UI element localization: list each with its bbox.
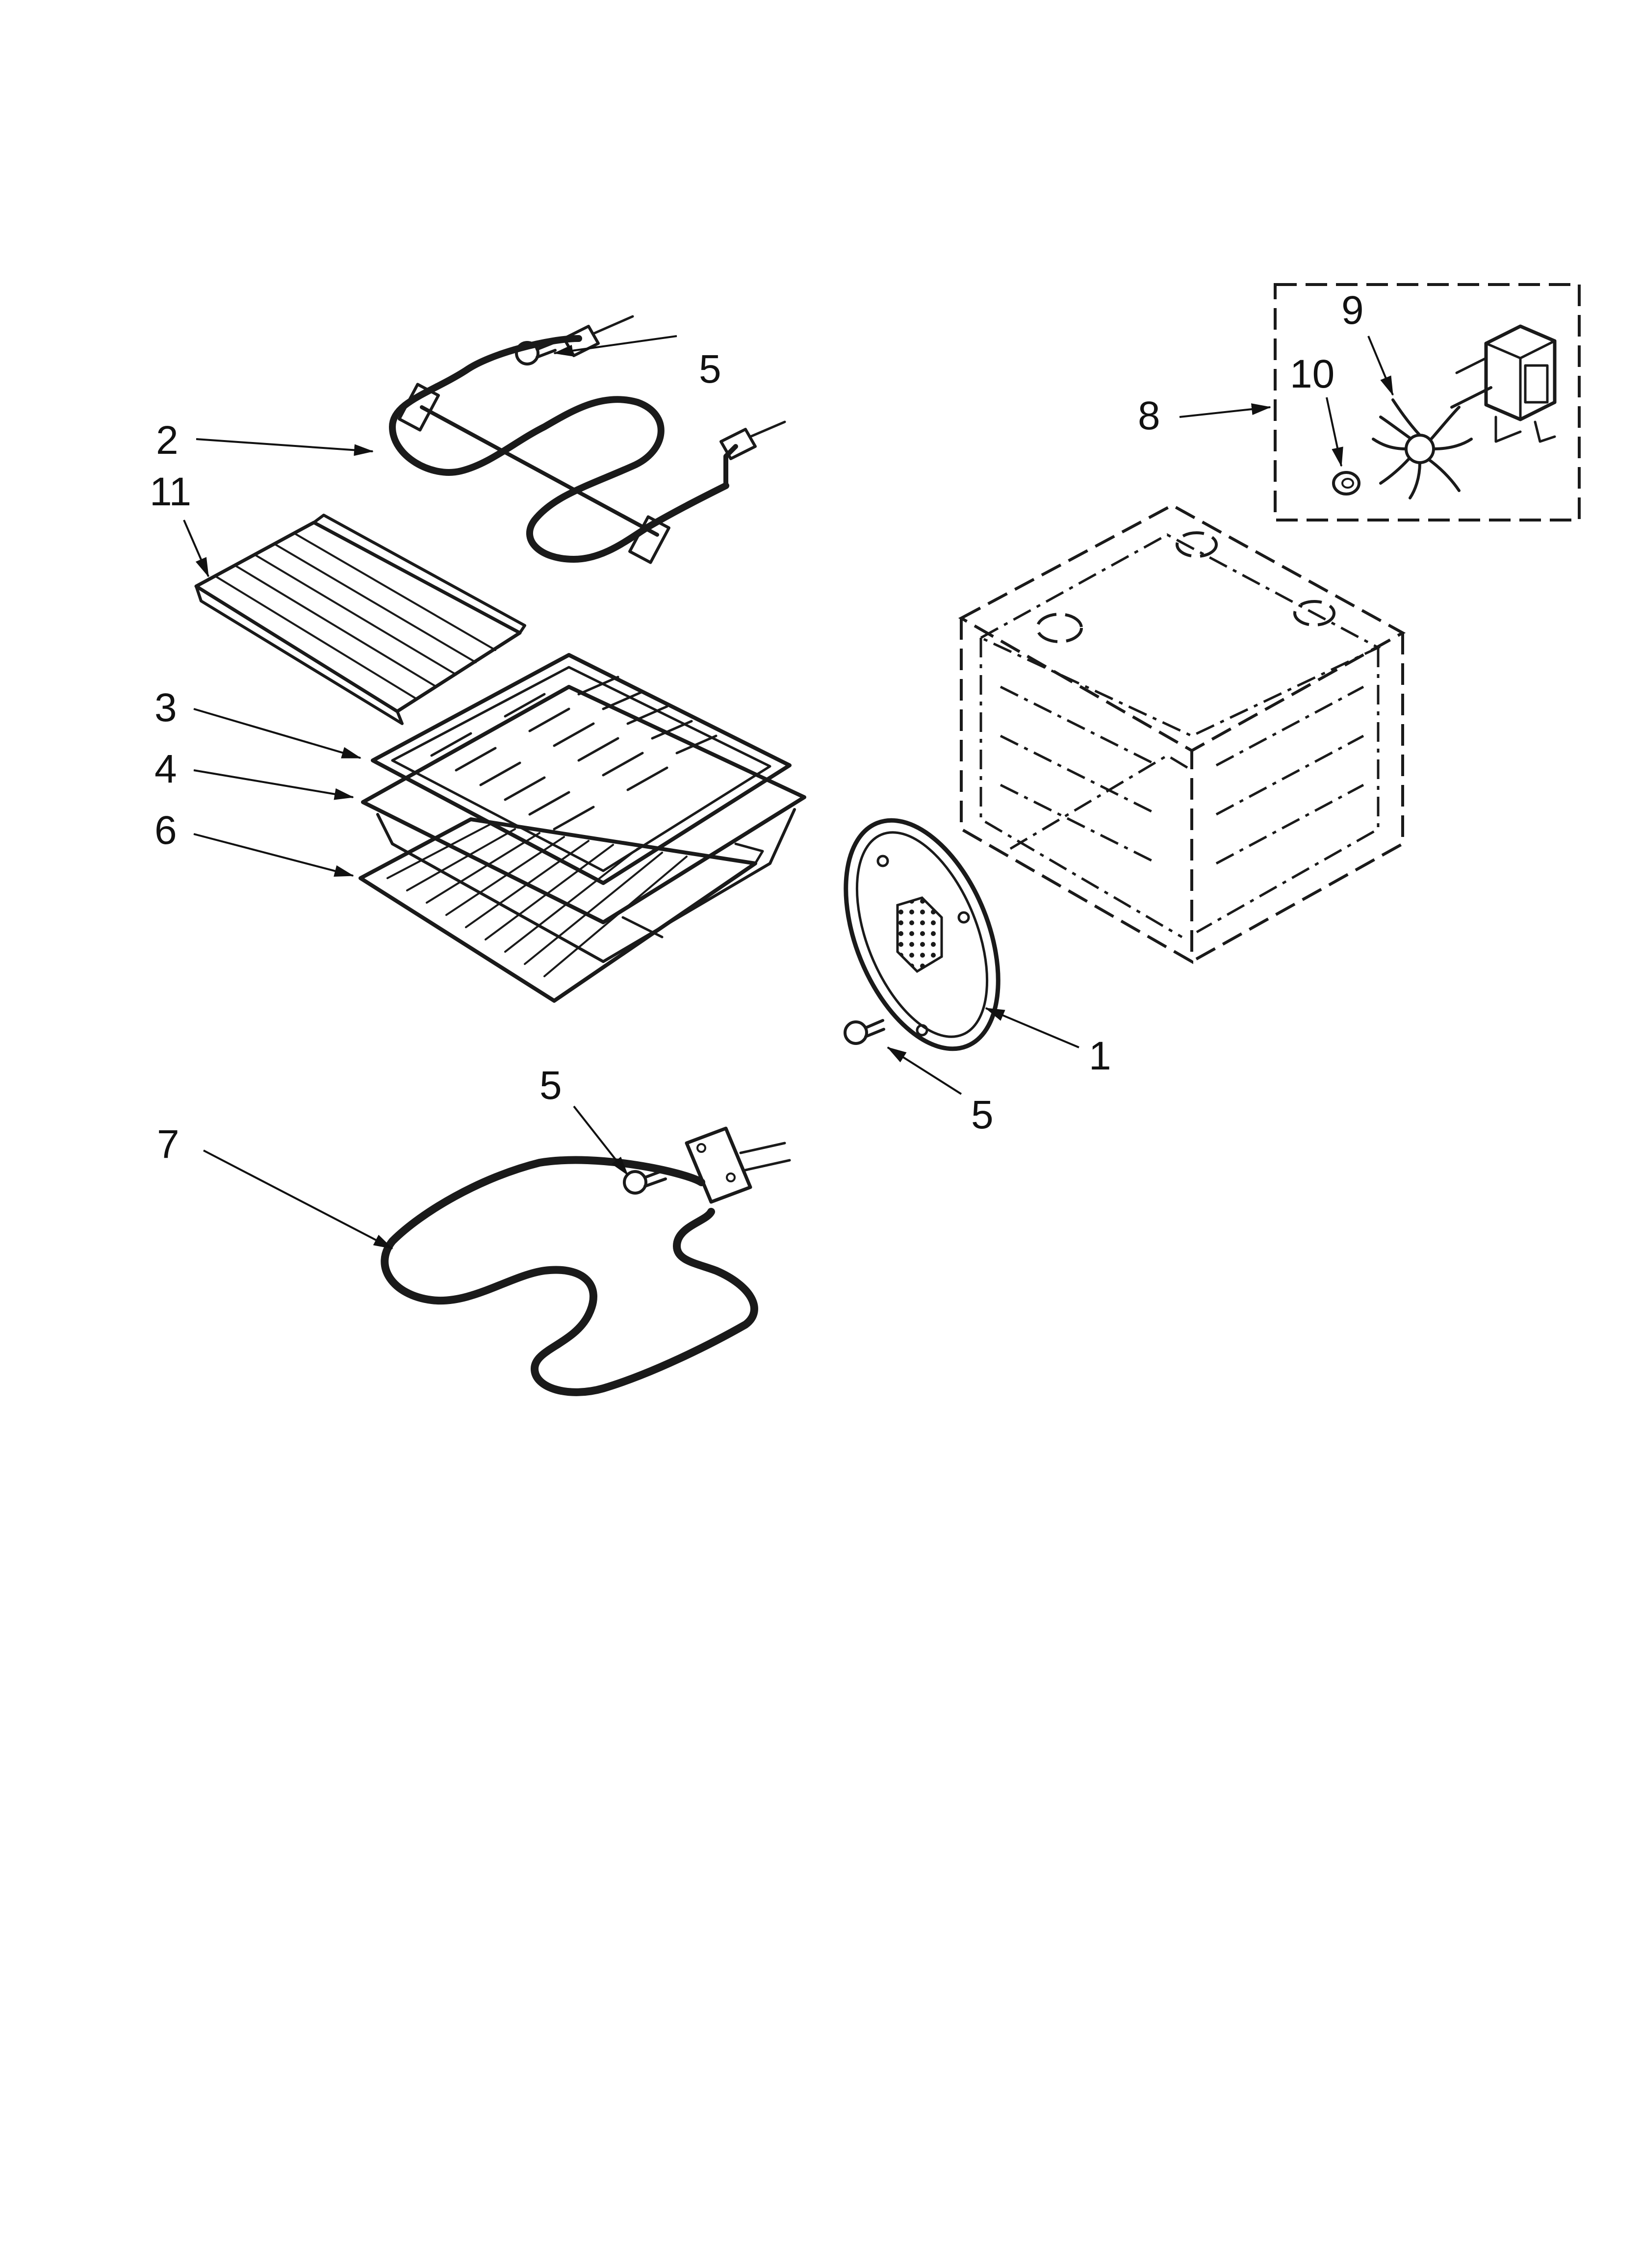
nut: [1332, 471, 1360, 495]
callout-5-top: 5: [699, 347, 721, 391]
screw-top: [515, 341, 557, 365]
fan-motor: [1450, 324, 1557, 443]
callout-5-cover: 5: [971, 1093, 994, 1137]
callout-4: 4: [154, 747, 177, 791]
callout-2: 2: [156, 418, 179, 463]
callout-10: 10: [1290, 352, 1334, 396]
rack-shelf: [194, 514, 526, 725]
convection-kit-box: [1274, 283, 1581, 521]
screw-bake: [623, 1169, 667, 1195]
callout-3: 3: [154, 685, 177, 730]
broiler-grid: [371, 653, 792, 885]
oven-rack: [359, 817, 764, 1003]
callout-11: 11: [150, 469, 191, 514]
leader-lines: [183, 335, 1394, 1250]
fan-cover: [844, 818, 1001, 1051]
callout-9: 9: [1341, 288, 1364, 333]
callout-5-bake: 5: [539, 1063, 562, 1108]
callout-6: 6: [154, 808, 177, 853]
callout-8: 8: [1138, 393, 1160, 438]
callout-7: 7: [157, 1122, 180, 1167]
fan-blade: [1372, 398, 1473, 499]
callout-1: 1: [1089, 1034, 1111, 1078]
broil-element: [389, 315, 786, 564]
screw-cover: [844, 1019, 885, 1045]
bake-element: [381, 1126, 791, 1396]
oven-cavity: [958, 503, 1406, 965]
